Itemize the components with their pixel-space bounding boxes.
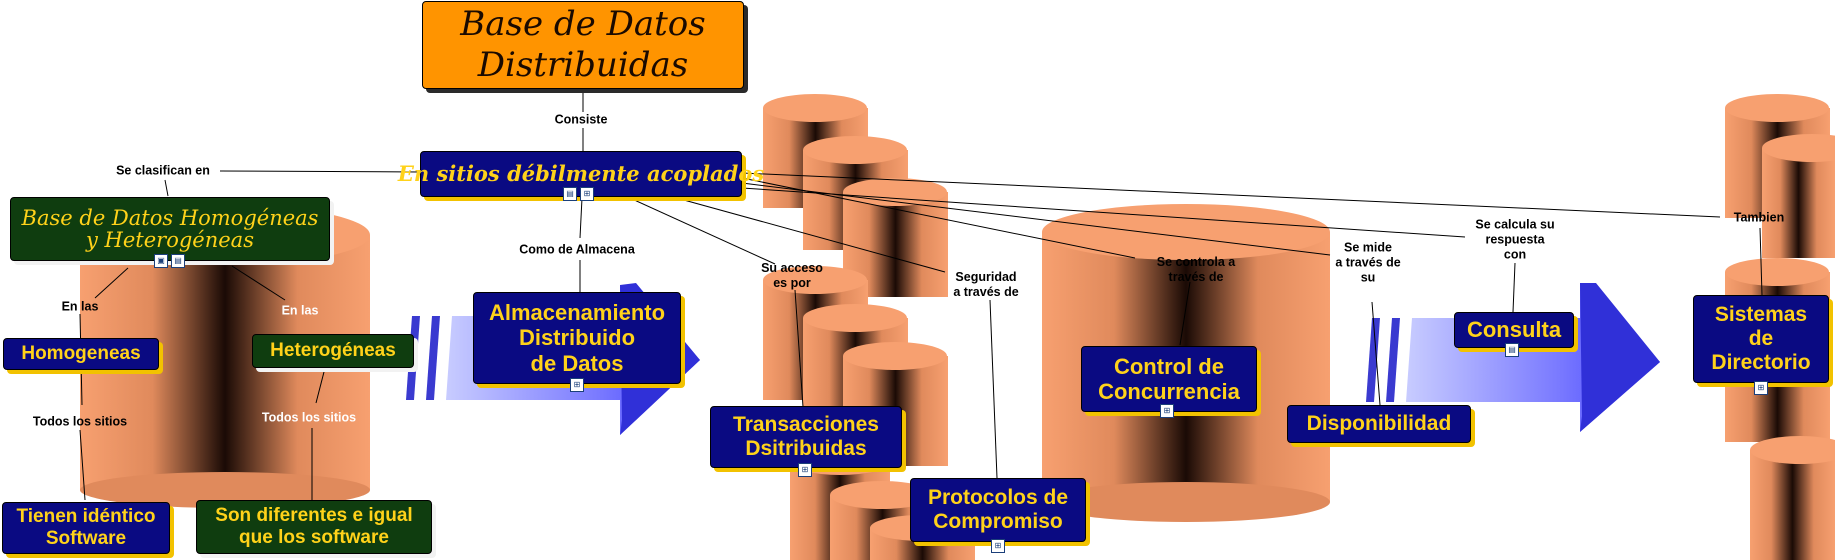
link-label-en-las-1: En las [61, 299, 99, 314]
cylinder-big [1042, 204, 1330, 522]
concept-map-icon[interactable]: ⊞ [580, 187, 594, 201]
link-label-consiste: Consiste [554, 112, 608, 127]
link-label-todos-2: Todos los sitios [261, 410, 357, 425]
node-sistemas-directorio[interactable]: Sistemas de Directorio [1693, 295, 1829, 383]
link-label-calcula: Se calcula su respuesta con [1475, 217, 1555, 262]
concept-map-icon[interactable]: ⊞ [1160, 404, 1174, 418]
document-icon[interactable]: ▤ [171, 254, 185, 268]
link-label-en-las-2: En las [281, 303, 319, 318]
concept-map-icon[interactable]: ⊞ [1754, 381, 1768, 395]
node-base-datos-distribuidas[interactable]: Base de Datos Distribuidas [422, 1, 744, 89]
node-control-concurrencia[interactable]: Control de Concurrencia [1081, 346, 1257, 412]
link-label-seguridad: Seguridad a través de [953, 270, 1019, 299]
link-label-acceso: Su acceso es por [761, 261, 823, 290]
link-label-tambien: Tambien [1733, 210, 1785, 225]
node-tienen-identico-software[interactable]: Tienen idéntico Software [2, 502, 170, 554]
node-heterogeneas[interactable]: Heterogéneas [252, 334, 414, 368]
concept-map-icon[interactable]: ⊞ [991, 539, 1005, 553]
link-label-almacena: Como de Almacena [519, 242, 635, 257]
node-homogeneas[interactable]: Homogeneas [3, 338, 159, 370]
concept-map-icon[interactable]: ⊞ [570, 378, 584, 392]
image-icon[interactable]: ▣ [154, 254, 168, 268]
concept-map-icon[interactable]: ⊞ [798, 463, 812, 477]
link-label-controla: Se controla a través de [1156, 255, 1236, 284]
link-label-mide: Se mide a través de su [1335, 240, 1401, 285]
node-disponibilidad[interactable]: Disponibilidad [1287, 405, 1471, 443]
document-icon[interactable]: ▤ [1505, 343, 1519, 357]
document-icon[interactable]: ▤ [563, 187, 577, 201]
connectors [79, 92, 1763, 501]
node-homogeneas-heterogeneas[interactable]: Base de Datos Homogéneas y Heterogéneas [10, 197, 330, 261]
node-son-diferentes[interactable]: Son diferentes e igual que los software [196, 500, 432, 554]
node-protocolos-compromiso[interactable]: Protocolos de Compromiso [910, 478, 1086, 542]
link-label-todos-1: Todos los sitios [32, 414, 128, 429]
node-transacciones-distribuidas[interactable]: Transacciones Dsitribuidas [710, 406, 902, 468]
node-almacenamiento-distribuido[interactable]: Almacenamiento Distribuido de Datos [473, 292, 681, 384]
link-label-clasifican: Se clasifican en [116, 163, 210, 178]
